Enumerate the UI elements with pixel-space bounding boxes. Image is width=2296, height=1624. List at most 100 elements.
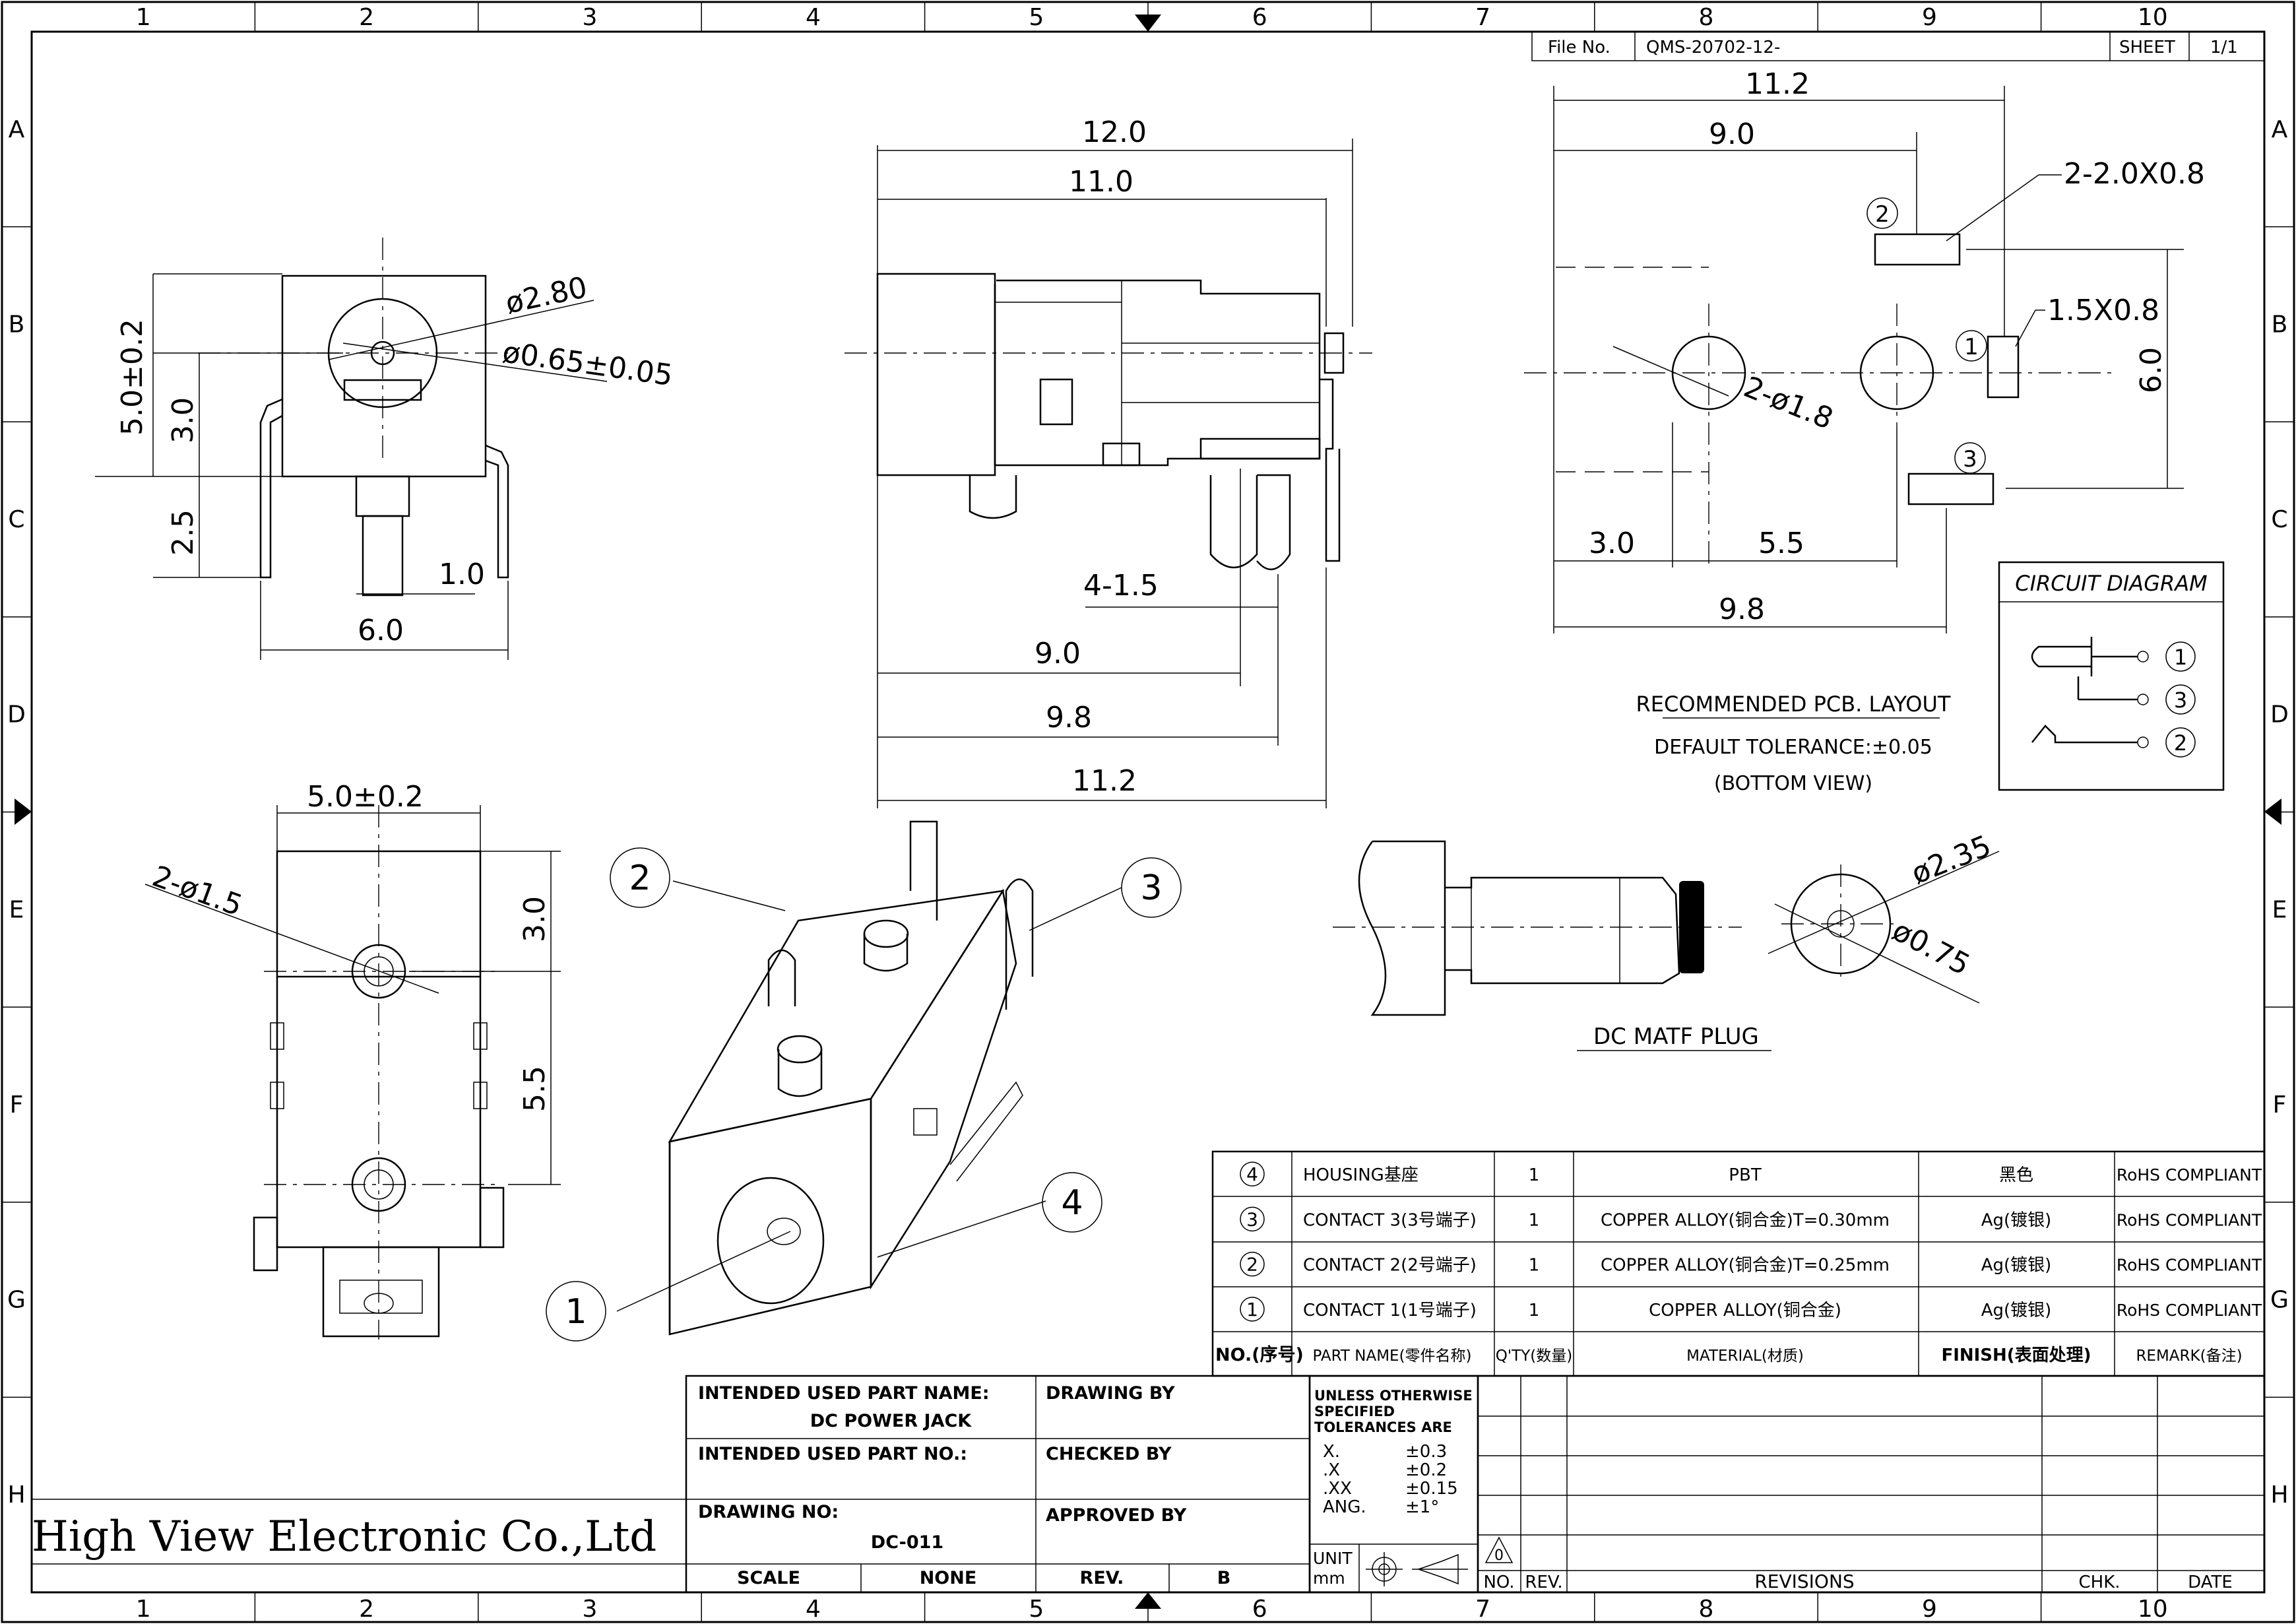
grid-row-label: B xyxy=(2272,311,2288,338)
tolerance-value-1: ±0.2 xyxy=(1405,1460,1447,1480)
tolerance-key-1: .X xyxy=(1323,1460,1340,1480)
bom-part-name: CONTACT 1(1号端子) xyxy=(1303,1301,1477,1320)
bom-header-qty: Q'TY(数量) xyxy=(1496,1348,1572,1365)
slot-1-dim: 1.5X0.8 xyxy=(2047,294,2159,327)
grid-row-label: C xyxy=(2271,506,2287,533)
pcb-x1-dim: 3.0 xyxy=(1589,527,1635,560)
grid-column-label: 1 xyxy=(136,1596,151,1623)
grid-column-label: 6 xyxy=(1252,4,1267,31)
rev-value: B xyxy=(1217,1568,1231,1588)
grid-column-label: 8 xyxy=(1699,4,1714,31)
tolerance-key-3: ANG. xyxy=(1323,1497,1366,1517)
pcb-bottom-dim: 9.8 xyxy=(1719,593,1765,626)
bom-finish: Ag(镀银) xyxy=(1981,1210,2052,1230)
bom-remark: RoHS COMPLIANT xyxy=(2117,1210,2262,1229)
approved-by-label: APPROVED BY xyxy=(1046,1505,1187,1526)
bom-item-balloon xyxy=(1240,1206,1265,1232)
bottom-hole-dim: 2-ø1.5 xyxy=(148,859,247,923)
side-length-11-dim: 11.0 xyxy=(1069,165,1133,199)
plug-inner-dim: ø0.75 xyxy=(1887,914,1975,983)
pin-diameter-dim: ø0.65±0.05 xyxy=(500,335,674,393)
grid-column-label: 4 xyxy=(806,4,821,31)
sheet-label: SHEET xyxy=(2119,38,2175,57)
pcb-x2-dim: 5.5 xyxy=(1758,527,1804,560)
file-number-header: File No. QMS-20702-12- SHEET 1/1 xyxy=(1531,31,2265,61)
plug-label: DC MATF PLUG xyxy=(1593,1023,1759,1050)
tolerance-block: UNLESS OTHERWISE SPECIFIED TOLERANCES AR… xyxy=(1308,1375,1479,1594)
side-length-12-dim: 12.0 xyxy=(1082,115,1147,149)
bom-no: 1 xyxy=(1246,1299,1258,1320)
circuit-pin-3: 3 xyxy=(2165,684,2196,715)
svg-text:1: 1 xyxy=(2174,645,2187,670)
date-header: DATE xyxy=(2188,1573,2233,1592)
grid-column-label: 9 xyxy=(1922,4,1937,31)
outer-diameter-dim: ø2.80 xyxy=(503,271,590,321)
bom-finish: 黑色 xyxy=(1999,1165,2033,1185)
grid-column-label: 3 xyxy=(583,1596,598,1623)
center-height-dim: 3.0 xyxy=(166,397,200,443)
grid-row-label: C xyxy=(8,506,24,533)
revision-block: 0 NO. REV. REVISIONS CHK. DATE xyxy=(1477,1375,2266,1594)
sheet-number: 1/1 xyxy=(2210,38,2238,57)
height-dim: 5.0±0.2 xyxy=(115,319,149,436)
grid-column-label: 4 xyxy=(806,1596,821,1623)
bom-header-row: NO.(序号) PART NAME(零件名称) Q'TY(数量) MATERIA… xyxy=(1215,1344,2243,1365)
grid-row-label: E xyxy=(2272,896,2287,923)
scale-value: NONE xyxy=(920,1568,977,1588)
grid-column-label: 5 xyxy=(1029,1596,1044,1623)
bom-item-balloon xyxy=(1240,1251,1265,1277)
bom-remark: RoHS COMPLIANT xyxy=(2117,1301,2262,1320)
grid-column-label: 7 xyxy=(1475,1596,1490,1623)
company-name: High View Electronic Co.,Ltd xyxy=(32,1512,656,1561)
rev-label: REV. xyxy=(1080,1568,1124,1588)
bottom-view-note: (BOTTOM VIEW) xyxy=(1714,772,1872,795)
grid-row-label: F xyxy=(2273,1091,2287,1119)
file-number: QMS-20702-12- xyxy=(1646,38,1780,57)
bom-remark: RoHS COMPLIANT xyxy=(2117,1256,2262,1275)
bom-header-material: MATERIAL(材质) xyxy=(1686,1348,1804,1365)
pcb-balloon-2: 2 xyxy=(1866,197,1898,229)
bom-material: COPPER ALLOY(铜合金) xyxy=(1649,1301,1841,1320)
bom-qty: 1 xyxy=(1529,1165,1540,1185)
circuit-title: CIRCUIT DIAGRAM xyxy=(2015,571,2207,596)
bom-item-balloon xyxy=(1240,1297,1265,1322)
bom-part-name: CONTACT 3(3号端子) xyxy=(1303,1210,1477,1230)
bom-qty: 1 xyxy=(1529,1256,1540,1276)
bom-header-no: NO.(序号) xyxy=(1215,1344,1304,1365)
bom-material: PBT xyxy=(1729,1165,1762,1185)
bom-header-part: PART NAME(零件名称) xyxy=(1312,1348,1471,1365)
side-11-2-dim: 11.2 xyxy=(1072,764,1137,798)
grid-row-label: D xyxy=(7,701,26,729)
width-dim: 6.0 xyxy=(358,614,404,647)
svg-text:2: 2 xyxy=(1875,201,1890,228)
bom-remark: RoHS COMPLIANT xyxy=(2117,1165,2262,1185)
scale-label: SCALE xyxy=(737,1568,800,1588)
bottom-view: 5.0±0.2 2-ø1.5 3.0 5.5 xyxy=(144,780,561,1340)
bottom-y1-dim: 3.0 xyxy=(518,896,552,942)
title-block: INTENDED USED PART NAME: DC POWER JACK I… xyxy=(32,1375,1311,1594)
rev-rev-header: REV. xyxy=(1525,1573,1562,1592)
slot-2-dim: 2-2.0X0.8 xyxy=(2064,157,2205,191)
front-view: ø2.80 ø0.65±0.05 5.0±0.2 3.0 2.5 1.0 6.0 xyxy=(95,238,675,660)
grid-column-label: 9 xyxy=(1922,1596,1937,1623)
svg-text:3: 3 xyxy=(1963,446,1977,472)
bom-header-finish: FINISH(表面处理) xyxy=(1941,1346,2091,1365)
tolerance-key-2: .XX xyxy=(1323,1479,1352,1499)
revision-mark-icon: 0 xyxy=(1484,1536,1514,1564)
pcb-layout-title: RECOMMENDED PCB. LAYOUT xyxy=(1636,692,1951,717)
svg-text:3: 3 xyxy=(1140,868,1162,908)
grid-row-label: A xyxy=(9,116,25,143)
circuit-pin-1: 1 xyxy=(2165,641,2196,672)
grid-centre-markers xyxy=(15,15,2281,1609)
bom-finish: Ag(镀银) xyxy=(1981,1301,2052,1320)
svg-text:4: 4 xyxy=(1061,1183,1083,1223)
bom-no: 3 xyxy=(1246,1208,1258,1230)
intended-name-label: INTENDED USED PART NAME: xyxy=(698,1383,990,1404)
grid-column-label: 8 xyxy=(1699,1596,1714,1623)
grid-column-label: 10 xyxy=(2138,1596,2168,1623)
